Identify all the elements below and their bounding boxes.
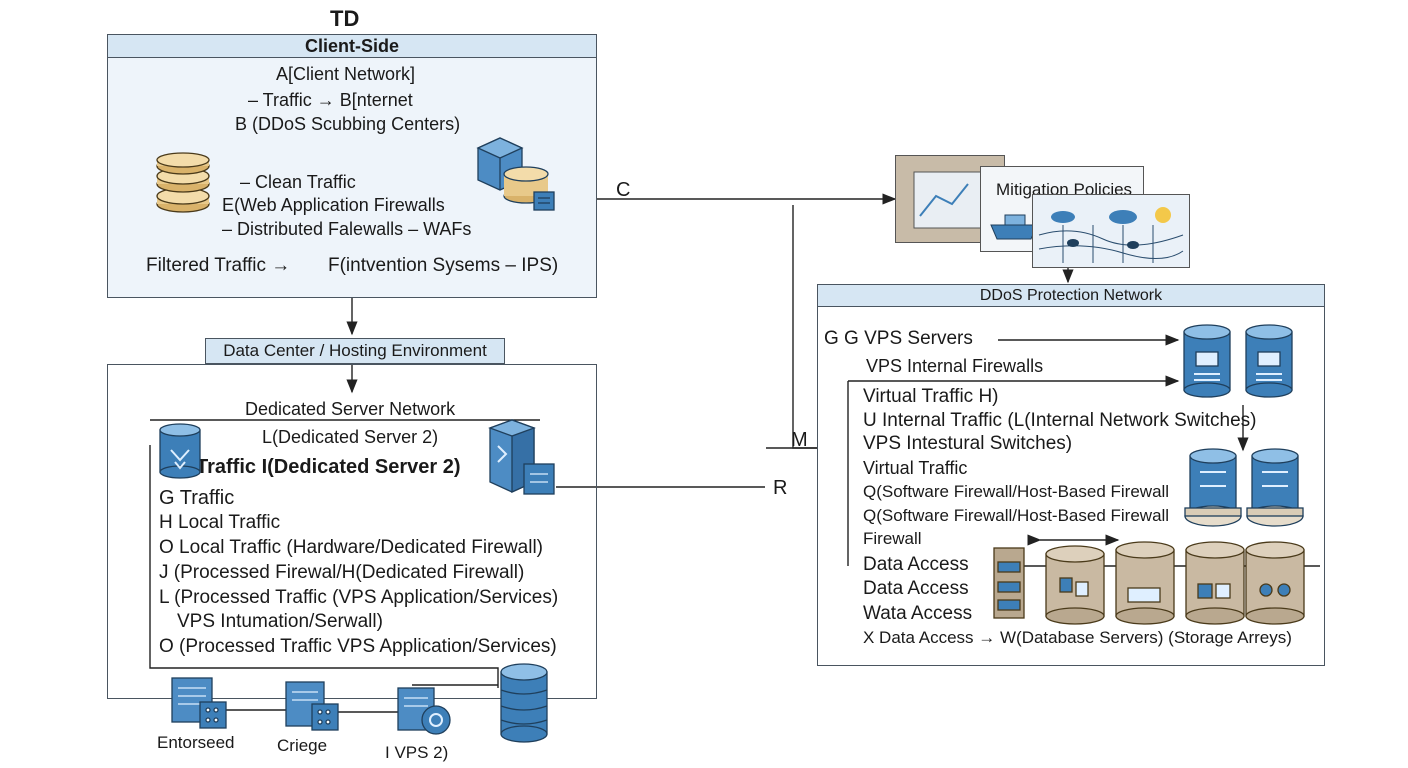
client-line-6: – Distributed Falewalls – WAFs bbox=[222, 219, 472, 239]
filtered-traffic-label: Filtered Traffic → bbox=[146, 255, 291, 276]
dc-line-3: H Local Traffic bbox=[159, 512, 281, 533]
dc-server-line: L(Dedicated Server 2) bbox=[262, 427, 439, 447]
dc-line-6: L (Processed Traffic (VPS Application/Se… bbox=[159, 587, 559, 608]
ddos-line-12: Wata Access bbox=[863, 603, 973, 624]
ddos-line-13: X Data Access → W(Database Servers) (Sto… bbox=[863, 628, 1292, 647]
ddos-line-5: VPS Intestural Switches) bbox=[863, 433, 1073, 454]
ddos-line-2: VPS Internal Firewalls bbox=[866, 356, 1044, 376]
dc-line-4: O Local Traffic (Hardware/Dedicated Fire… bbox=[159, 537, 544, 558]
dedicated-server-icon bbox=[488, 419, 555, 495]
dc-network-title: Dedicated Server Network bbox=[245, 399, 456, 419]
ddos-line-1: G G VPS Servers bbox=[824, 328, 973, 349]
dc-line-1: Traffic I(Dedicated Server 2) bbox=[196, 456, 461, 478]
ips-label: F(intvention Sysems – IPS) bbox=[328, 255, 559, 276]
dc-line-2: G Traffic bbox=[159, 487, 235, 509]
bottom-server-1-icon bbox=[171, 677, 227, 729]
bottom-database-icon bbox=[500, 663, 548, 743]
connector-c-label: C bbox=[616, 179, 631, 201]
policy-map-card bbox=[1032, 194, 1190, 268]
bottom-label-3: I VPS 2) bbox=[385, 743, 449, 762]
ddos-line-4: U Internal Traffic (L(Internal Network S… bbox=[863, 410, 1257, 431]
ddos-line-9: Firewall bbox=[863, 529, 922, 548]
ddos-line-11: Data Access bbox=[863, 578, 969, 599]
bottom-server-2-icon bbox=[285, 681, 339, 731]
connector-r-label: R bbox=[773, 477, 788, 499]
scrubbing-server-icon bbox=[476, 137, 555, 211]
vps-server-cylinders-icon bbox=[1183, 324, 1293, 398]
ddos-line-3: Virtual Traffic H) bbox=[863, 386, 999, 407]
client-side-header: Client-Side bbox=[107, 34, 597, 58]
dc-line-8: O (Processed Traffic VPS Application/Ser… bbox=[159, 636, 557, 657]
ddos-network-header: DDoS Protection Network bbox=[817, 284, 1325, 307]
client-line-1: A[Client Network] bbox=[276, 64, 416, 84]
policy-boat-icon bbox=[990, 214, 1038, 240]
data-center-panel bbox=[107, 364, 597, 699]
ddos-line-7: Q(Software Firewall/Host-Based Firewall bbox=[863, 482, 1170, 501]
bottom-label-2: Criege bbox=[277, 736, 328, 755]
storage-arrays-icon bbox=[993, 541, 1305, 625]
dc-line-5: J (Processed Firewal/H(Dedicated Firewal… bbox=[159, 562, 525, 583]
ddos-line-10: Data Access bbox=[863, 554, 969, 575]
diagram-title: TD bbox=[330, 6, 360, 31]
connector-m-label: M bbox=[791, 429, 808, 451]
bottom-server-3-icon bbox=[397, 687, 451, 735]
client-line-5: E(Web Application Firewalls bbox=[222, 195, 445, 215]
ddos-line-6: Virtual Traffic bbox=[863, 458, 968, 478]
bottom-label-1: Entorseed bbox=[157, 733, 235, 752]
dc-database-icon bbox=[159, 423, 201, 479]
ddos-line-8: Q(Software Firewall/Host-Based Firewall bbox=[863, 506, 1170, 525]
data-center-header: Data Center / Hosting Environment bbox=[205, 338, 505, 364]
client-line-2: – Traffic → B[nternet bbox=[248, 90, 413, 110]
client-line-3: B (DDoS Scubbing Centers) bbox=[235, 114, 461, 134]
firewall-cylinders-icon bbox=[1184, 448, 1304, 527]
policy-chart-icon bbox=[913, 171, 993, 229]
m-connector bbox=[792, 205, 817, 449]
policy-map-icon bbox=[1038, 207, 1184, 263]
client-line-4: – Clean Traffic bbox=[240, 172, 356, 192]
disk-stack-icon bbox=[156, 152, 210, 213]
dc-line-7: VPS Intumation/Serwall) bbox=[177, 611, 383, 632]
mitigation-policies-label: Mitigation Policies bbox=[996, 180, 1133, 199]
dc-frame-left bbox=[149, 445, 499, 688]
